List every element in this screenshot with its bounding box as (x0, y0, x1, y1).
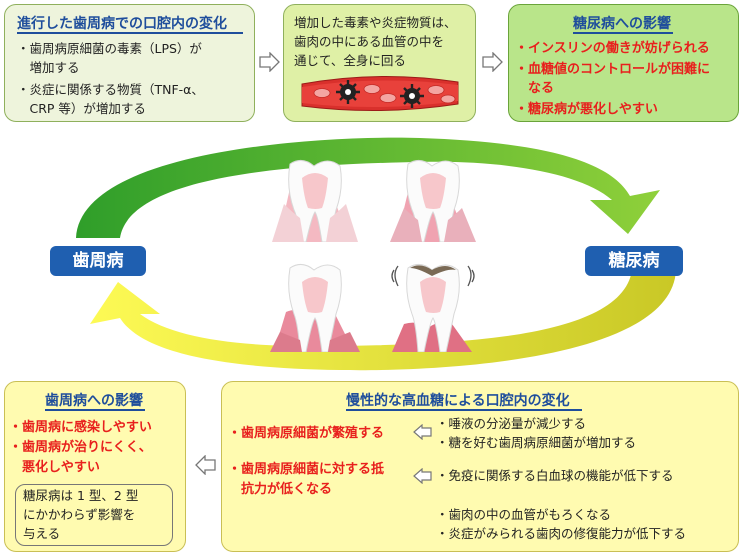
tooth-icon (272, 160, 358, 242)
list-item: 増加する (17, 60, 80, 75)
list-item: 歯肉の中にある血管の中を (294, 34, 445, 49)
toxin-icon (400, 84, 424, 108)
hyperglycemia-change-box: 慢性的な高血糖による口腔内の変化 ・歯周病原細菌が繁殖する ・歯周病原細菌に対す… (221, 381, 739, 552)
list-item: ・歯周病原細菌に対する抵 (228, 462, 385, 477)
note-line: 与える (23, 526, 61, 541)
teeth-advanced-illustration (270, 264, 475, 352)
list-item: 増加した毒素や炎症物質は、 (294, 15, 457, 30)
periodontitis-label: 歯周病 (50, 246, 146, 276)
list-item: ・唾液の分泌量が減少する (436, 416, 587, 431)
tooth-icon (390, 160, 476, 242)
diabetes-effect-title: 糖尿病への影響 (573, 16, 671, 32)
note-line: 糖尿病は 1 型、2 型 (23, 488, 139, 503)
list-item: なる (515, 81, 555, 96)
list-item: ・歯周病が治りにくく、 (9, 440, 152, 455)
left-arrow-icon (195, 455, 216, 475)
list-item: 抗力が低くなる (228, 482, 333, 497)
left-arrow-icon (413, 424, 432, 440)
toxin-icon (336, 80, 360, 104)
list-item: ・歯周病に感染しやすい (9, 420, 152, 435)
title-underline (573, 32, 673, 34)
title-underline (346, 409, 582, 411)
oral-change-title: 進行した歯周病での口腔内の変化 (17, 16, 227, 32)
list-item: ・インスリンの働きが妨げられる (515, 41, 710, 56)
list-item: ・糖を好む歯周病原細菌が増加する (436, 435, 637, 450)
tooth-icon (391, 264, 475, 352)
oral-change-box: 進行した歯周病での口腔内の変化 ・歯周病原細菌の毒素（LPS）が 増加する ・炎… (4, 4, 255, 122)
diabetes-label: 糖尿病 (585, 246, 683, 276)
yellow-cycle-arrow (90, 270, 676, 371)
list-item: ・血糖値のコントロールが困難に (515, 62, 711, 77)
diabetes-effect-box: 糖尿病への影響 ・インスリンの働きが妨げられる ・血糖値のコントロールが困難に … (508, 4, 739, 122)
right-arrow-icon (259, 52, 280, 72)
tooth-icon (270, 264, 360, 352)
title-underline (17, 32, 243, 34)
list-item: CRP 等）が増加する (17, 101, 146, 116)
list-item: ・免疫に関係する白血球の機能が低下する (436, 468, 674, 483)
list-item: ・糖尿病が悪化しやすい (515, 102, 658, 117)
title-underline (45, 409, 145, 411)
periodontitis-effect-box: 歯周病への影響 ・歯周病に感染しやすい ・歯周病が治りにくく、 悪化しやすい 糖… (4, 381, 186, 552)
list-item: ・歯周病原細菌の毒素（LPS）が (17, 41, 202, 56)
hyperglycemia-change-title: 慢性的な高血糖による口腔内の変化 (346, 393, 570, 409)
list-item: ・歯周病原細菌が繁殖する (228, 426, 385, 441)
list-item: ・炎症がみられる歯肉の修復能力が低下する (436, 526, 687, 541)
list-item: 悪化しやすい (9, 460, 100, 475)
right-arrow-icon (482, 52, 503, 72)
note-bracket (15, 484, 173, 546)
green-cycle-arrow (76, 137, 660, 238)
blood-vessel-illustration (301, 75, 459, 112)
teeth-healthy-illustration (272, 160, 476, 242)
periodontitis-effect-title: 歯周病への影響 (45, 393, 143, 409)
list-item: ・炎症に関係する物質（TNF-α、 (17, 82, 204, 97)
left-arrow-icon (413, 468, 432, 484)
list-item: 通じて、全身に回る (294, 53, 406, 68)
list-item: ・歯肉の中の血管がもろくなる (436, 507, 612, 522)
note-line: にかかわらず影響を (23, 507, 136, 522)
